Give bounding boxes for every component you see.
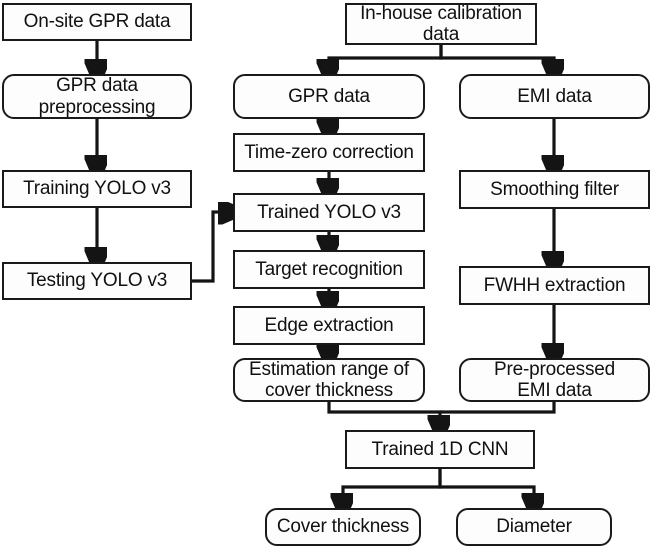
node-trained-1d-cnn[interactable]: Trained 1D CNN — [345, 430, 535, 469]
node-inhouse-calibration-data[interactable]: In-house calibration data — [345, 3, 537, 45]
node-preprocessed-emi-data[interactable]: Pre-processed EMI data — [459, 358, 650, 402]
node-gpr-data-preprocessing[interactable]: GPR data preprocessing — [2, 74, 192, 119]
node-time-zero-correction[interactable]: Time-zero correction — [233, 133, 425, 172]
node-estimation-range-of-cover-thickness[interactable]: Estimation range of cover thickness — [233, 358, 425, 402]
edge-calibration-to-emi-data — [439, 45, 554, 69]
edge-cnn-to-cover-thickness — [343, 469, 442, 503]
node-trained-yolo-v3[interactable]: Trained YOLO v3 — [233, 193, 425, 232]
edge-testing-to-trained-yolo — [192, 212, 228, 283]
node-fwhh-extraction[interactable]: FWHH extraction — [459, 266, 650, 305]
edge-preprocessed-emi-to-cnn — [440, 402, 556, 414]
node-emi-data[interactable]: EMI data — [459, 74, 650, 119]
edge-calibration-to-gpr-data — [329, 45, 443, 69]
node-target-recognition[interactable]: Target recognition — [233, 250, 425, 289]
node-gpr-data[interactable]: GPR data — [233, 74, 425, 119]
node-cover-thickness[interactable]: Cover thickness — [265, 508, 421, 546]
node-smoothing-filter[interactable]: Smoothing filter — [459, 170, 650, 209]
node-onsite-gpr-data[interactable]: On-site GPR data — [2, 3, 192, 41]
node-testing-yolo-v3[interactable]: Testing YOLO v3 — [2, 262, 192, 300]
node-training-yolo-v3[interactable]: Training YOLO v3 — [2, 170, 192, 208]
edge-cnn-to-diameter — [438, 469, 534, 503]
node-diameter[interactable]: Diameter — [456, 508, 612, 546]
node-edge-extraction[interactable]: Edge extraction — [233, 306, 425, 345]
edge-estimation-to-cnn — [327, 402, 440, 425]
